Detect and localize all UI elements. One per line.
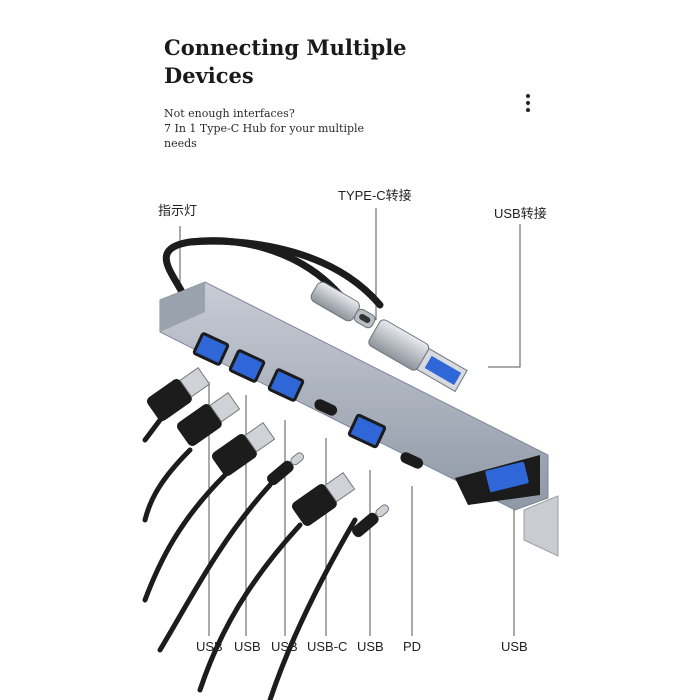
port-usb-1 — [192, 332, 230, 366]
port-label-5: USB — [357, 639, 384, 654]
device-plugs — [146, 367, 389, 538]
cable-1 — [142, 417, 163, 443]
port-label-2: USB — [234, 639, 261, 654]
subtitle: Not enough interfaces? 7 In 1 Type-C Hub… — [164, 106, 384, 151]
port-label-1: USB — [196, 639, 223, 654]
cable-5 — [197, 522, 303, 693]
adapter-cable — [162, 237, 384, 309]
cable-6 — [267, 517, 358, 700]
hub-ports — [192, 332, 424, 469]
leader-usb-adapter — [488, 224, 521, 368]
plug-usb-a-4 — [291, 472, 356, 526]
cable-4 — [157, 482, 273, 653]
title-line-1: Connecting Multiple — [164, 35, 407, 60]
plug-usb-a-1 — [146, 367, 211, 421]
title-line-2: Devices — [164, 63, 254, 88]
port-usb-3 — [267, 368, 305, 402]
plug-usb-c-1 — [267, 452, 304, 486]
device-cables — [142, 417, 358, 700]
type-c-plug — [310, 281, 376, 329]
usb-a-plug — [368, 319, 468, 393]
port-label-3: USB — [271, 639, 298, 654]
port-usb-2 — [228, 349, 266, 383]
plug-usb-c-2 — [352, 504, 389, 538]
port-pd — [400, 452, 424, 469]
subtitle-line-1: Not enough interfaces? — [164, 107, 295, 120]
usb-flash-drive — [523, 495, 559, 557]
callout-type-c-adapter: TYPE-C转接 — [338, 188, 412, 203]
port-label-4: USB-C — [307, 639, 348, 654]
port-usb-4 — [347, 413, 387, 449]
page-title: Connecting Multiple Devices — [164, 34, 424, 90]
cable-3 — [142, 472, 228, 603]
callout-usb-adapter: USB转接 — [494, 206, 547, 221]
port-usb-c-1 — [314, 399, 338, 416]
port-label-6: PD — [403, 639, 422, 654]
hub-body — [159, 281, 549, 511]
subtitle-line-3: needs — [164, 137, 197, 150]
cable-2 — [142, 447, 193, 523]
subtitle-line-2: 7 In 1 Type-C Hub for your multiple — [164, 122, 365, 135]
callout-indicator: 指示灯 — [158, 203, 198, 218]
plug-usb-a-2 — [176, 392, 241, 446]
port-label-7: USB — [501, 639, 528, 654]
more-vert-icon[interactable] — [520, 94, 536, 118]
plug-usb-a-3 — [211, 422, 276, 476]
